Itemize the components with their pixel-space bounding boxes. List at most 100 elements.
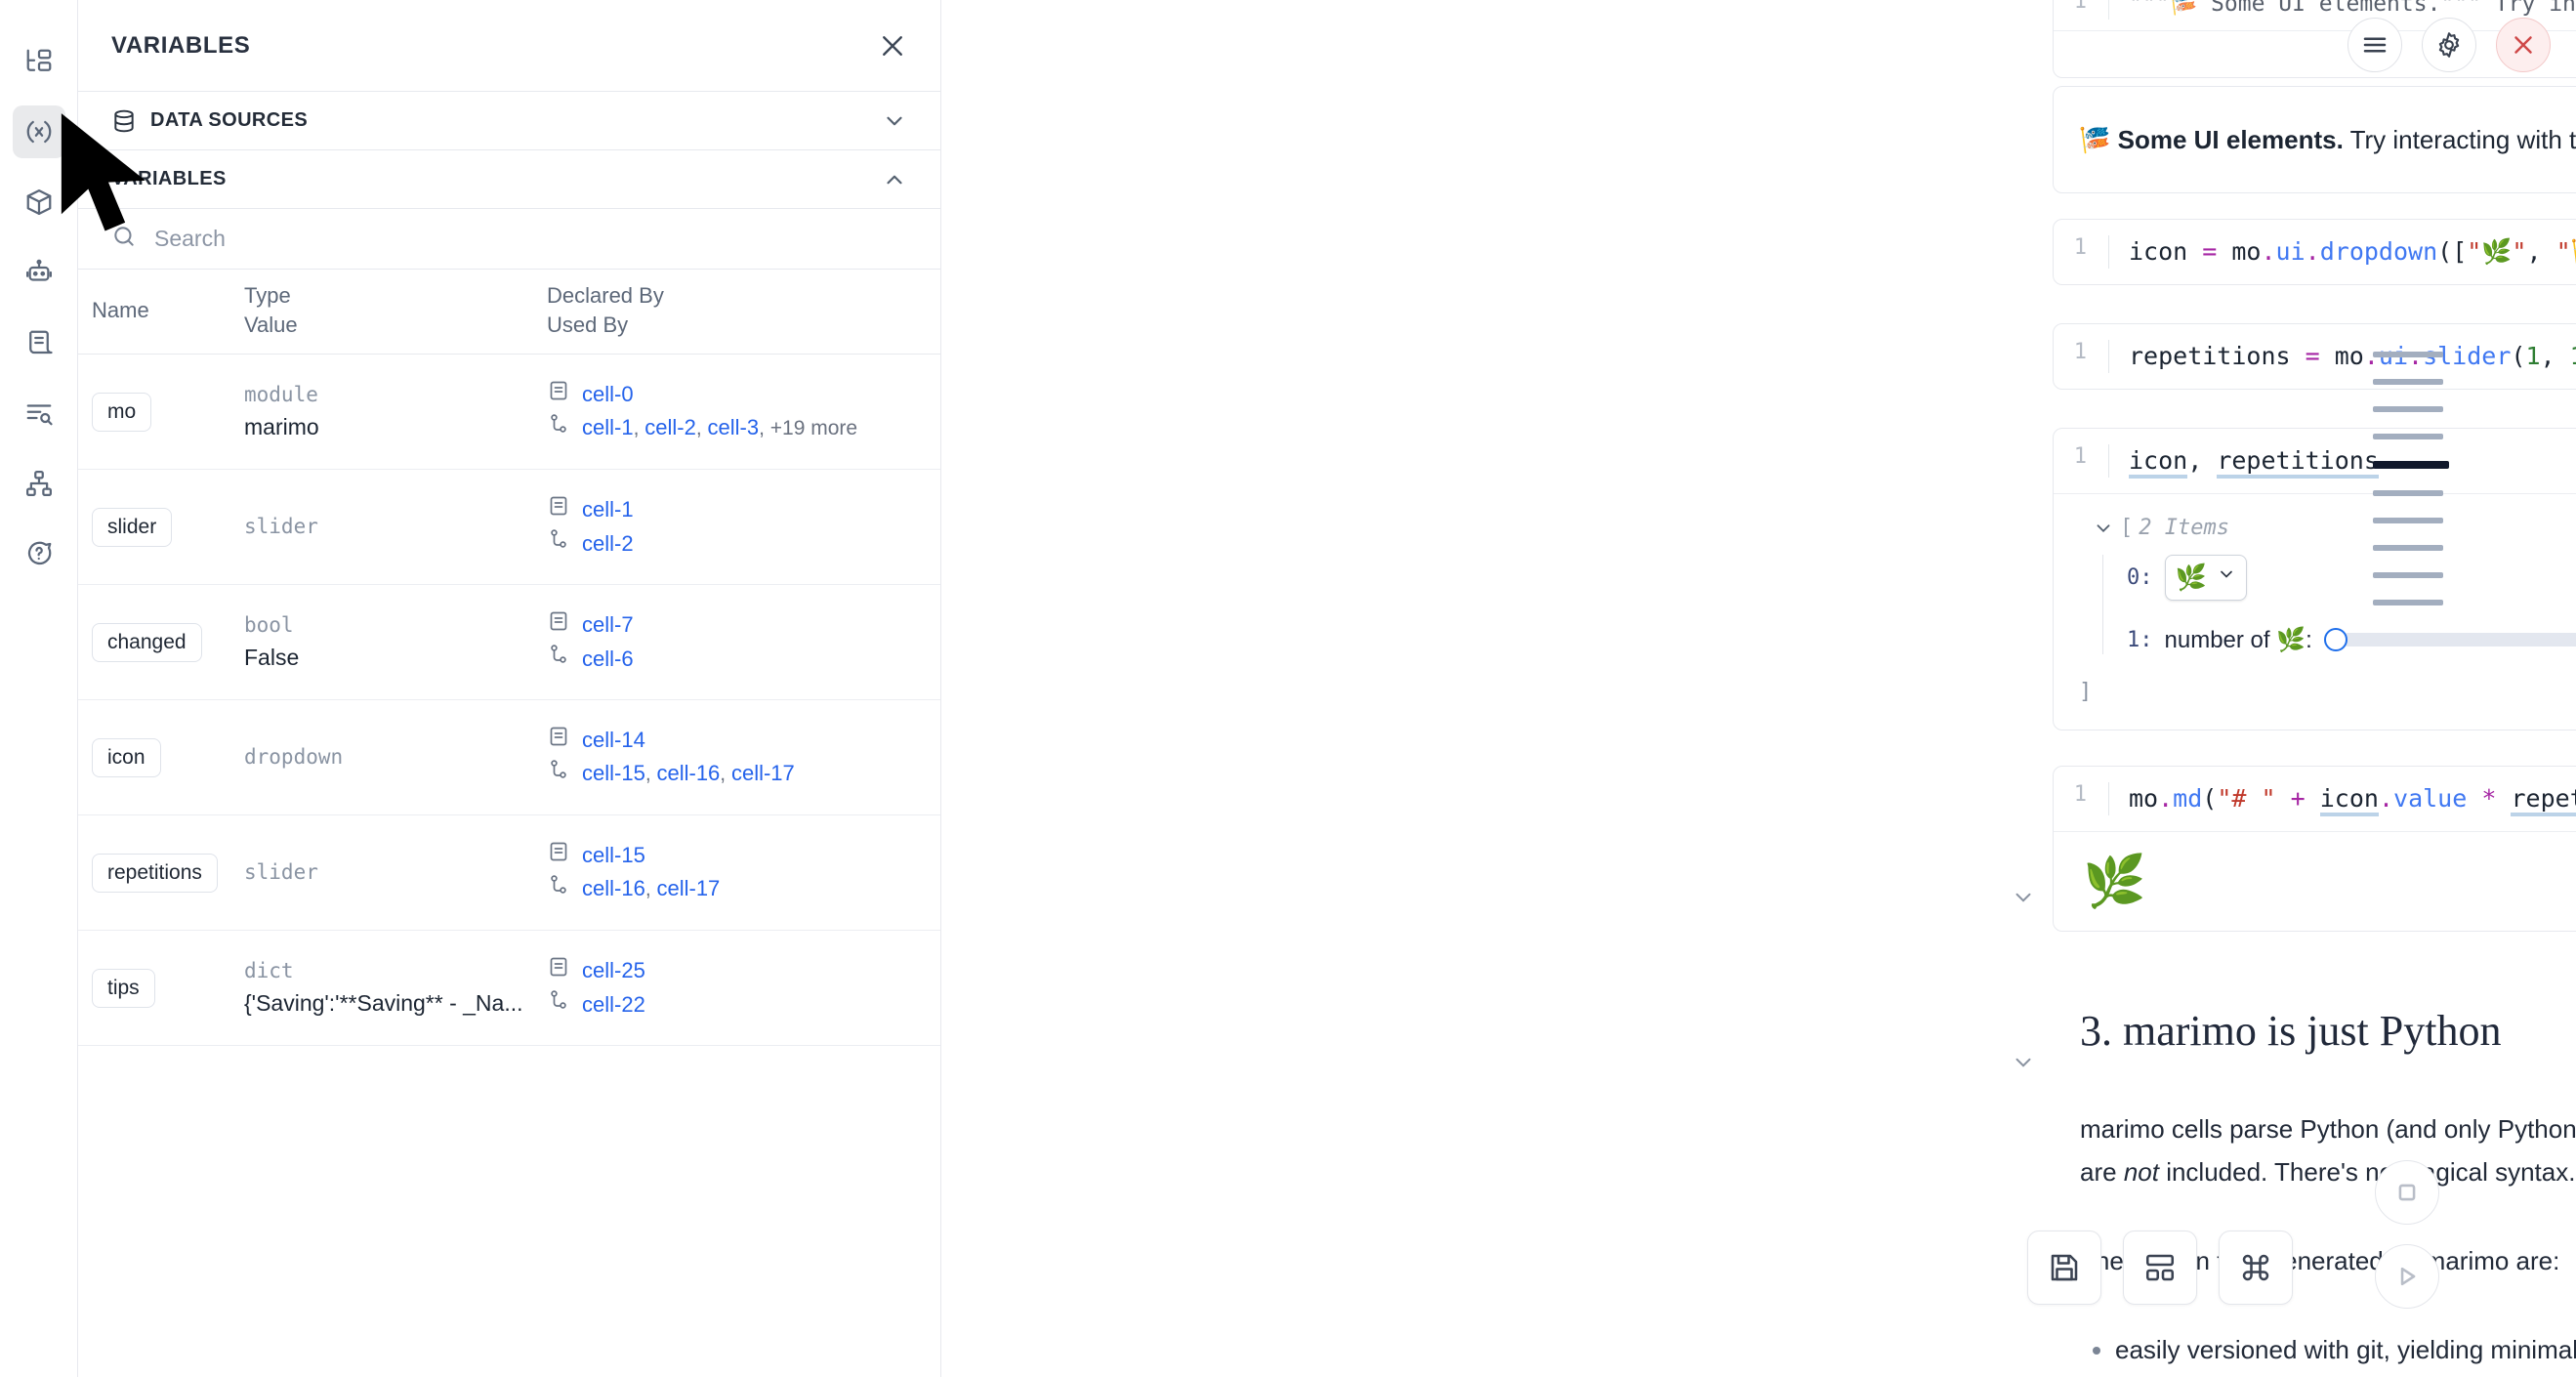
search-input[interactable] bbox=[152, 225, 907, 253]
declared-by-row: cell-14 bbox=[547, 724, 927, 757]
minimap-mark[interactable] bbox=[2373, 379, 2443, 385]
object-summary[interactable]: [ 2 Items bbox=[2093, 516, 2576, 541]
chevron-down-icon[interactable] bbox=[2093, 516, 2114, 541]
minimap-mark[interactable] bbox=[2373, 545, 2443, 551]
minimap-mark[interactable] bbox=[2373, 406, 2443, 412]
stop-button[interactable] bbox=[2375, 1160, 2439, 1225]
declared-by-icon bbox=[547, 725, 570, 757]
code-token: ( bbox=[2202, 784, 2218, 813]
section-data-sources[interactable]: DATA SOURCES bbox=[78, 92, 940, 150]
cell-link[interactable]: cell-25 bbox=[582, 958, 645, 983]
code-token: "# " bbox=[2217, 784, 2276, 813]
help-icon[interactable] bbox=[13, 527, 65, 580]
cell-link[interactable]: cell-2 bbox=[644, 415, 696, 440]
minimap-mark[interactable] bbox=[2373, 518, 2443, 523]
close-icon[interactable] bbox=[2496, 18, 2551, 72]
variable-name-chip[interactable]: tips bbox=[92, 968, 155, 1008]
variable-name-chip[interactable]: slider bbox=[92, 507, 173, 547]
markdown-bold: Some UI elements. bbox=[2117, 124, 2344, 154]
cell-dropdown[interactable]: 1 icon = mo.ui.dropdown(["🌿", "🎏", "✨"],… bbox=[2053, 219, 2576, 285]
chevron-down-icon[interactable] bbox=[882, 108, 907, 134]
cell-code[interactable]: icon, repetitions bbox=[2108, 444, 2576, 479]
cell-code[interactable]: repetitions = mo.ui.slider(1, 16, label=… bbox=[2108, 340, 2576, 373]
code-token: 1 bbox=[2525, 342, 2541, 370]
used-by-row: cell-16, cell-17 bbox=[547, 872, 927, 906]
save-button[interactable] bbox=[2027, 1231, 2101, 1305]
command-palette-button[interactable] bbox=[2219, 1231, 2293, 1305]
run-button[interactable] bbox=[2375, 1244, 2439, 1309]
close-icon[interactable] bbox=[878, 31, 907, 61]
minimap-scrollbar[interactable] bbox=[2373, 352, 2449, 605]
gear-icon[interactable] bbox=[2422, 18, 2476, 72]
cell-code[interactable]: mo.md("# " + icon.value * repetitions.va… bbox=[2108, 782, 2576, 816]
cell-link[interactable]: cell-0 bbox=[582, 382, 634, 407]
variable-name-chip[interactable]: changed bbox=[92, 622, 202, 662]
code-token: , bbox=[2540, 342, 2570, 370]
slider-control[interactable] bbox=[2323, 628, 2576, 652]
cell-link[interactable]: cell-15 bbox=[582, 761, 645, 786]
cell-link[interactable]: cell-1 bbox=[582, 415, 634, 440]
code-token bbox=[2496, 784, 2511, 813]
ai-assistant-icon[interactable] bbox=[13, 246, 65, 299]
cell-link[interactable]: cell-22 bbox=[582, 991, 645, 1017]
minimap-mark[interactable] bbox=[2373, 490, 2443, 496]
used-by-icon bbox=[547, 643, 570, 675]
chevron-up-icon[interactable] bbox=[882, 167, 907, 192]
bracket-open: [ bbox=[2120, 516, 2134, 541]
minimap-mark-active[interactable] bbox=[2373, 461, 2449, 469]
section-variables[interactable]: VARIABLES bbox=[78, 150, 940, 209]
paragraph-1: marimo cells parse Python (and only Pyth… bbox=[2080, 1108, 2576, 1193]
search-icon bbox=[111, 224, 137, 254]
file-explorer-icon[interactable] bbox=[13, 35, 65, 88]
slider-track[interactable] bbox=[2341, 633, 2576, 647]
collapse-cell-chevron-icon[interactable] bbox=[2011, 885, 2036, 910]
col-name: Name bbox=[92, 298, 149, 322]
slider-knob[interactable] bbox=[2323, 628, 2347, 652]
more-count[interactable]: +19 more bbox=[769, 417, 858, 440]
minimap-mark[interactable] bbox=[2373, 352, 2443, 357]
code-token: icon bbox=[2129, 446, 2188, 479]
cell-link[interactable]: cell-16 bbox=[582, 876, 645, 901]
cell-link[interactable]: cell-16 bbox=[656, 761, 721, 786]
cell-markdown-source[interactable]: 1 """🎏 Some UI elements.""" Try interact… bbox=[2053, 0, 2576, 78]
col-declared-by: Declared By bbox=[547, 283, 664, 308]
minimap-mark[interactable] bbox=[2373, 434, 2443, 439]
variable-name-chip[interactable]: icon bbox=[92, 737, 161, 777]
dropdown-select[interactable]: 🌿 bbox=[2164, 554, 2247, 601]
layout-button[interactable] bbox=[2123, 1231, 2197, 1305]
variable-name-chip[interactable]: mo bbox=[92, 392, 152, 432]
cell-code[interactable]: icon = mo.ui.dropdown(["🌿", "🎏", "✨"], v… bbox=[2108, 235, 2576, 269]
dependency-graph-icon[interactable] bbox=[13, 457, 65, 510]
cell-md[interactable]: 1 mo.md("# " + icon.value * repetitions.… bbox=[2053, 766, 2576, 932]
cell-code[interactable]: """🎏 Some UI elements.""" Try interactin… bbox=[2108, 0, 2576, 21]
variables-icon[interactable] bbox=[12, 105, 65, 158]
database-icon bbox=[111, 108, 137, 134]
minimap-mark[interactable] bbox=[2373, 572, 2443, 578]
cell-link[interactable]: cell-17 bbox=[730, 761, 795, 786]
cell-slider[interactable]: 1 repetitions = mo.ui.slider(1, 16, labe… bbox=[2053, 323, 2576, 390]
menu-icon[interactable] bbox=[2347, 18, 2402, 72]
cell-link[interactable]: cell-14 bbox=[582, 728, 645, 753]
cell-link[interactable]: cell-7 bbox=[582, 612, 634, 638]
cell-link[interactable]: cell-3 bbox=[707, 415, 760, 440]
logs-icon[interactable] bbox=[13, 387, 65, 439]
collapse-section-chevron-icon[interactable] bbox=[2011, 1050, 2036, 1075]
variable-name-chip[interactable]: repetitions bbox=[92, 853, 218, 893]
cell-link[interactable]: cell-6 bbox=[582, 646, 634, 671]
cell-link[interactable]: cell-2 bbox=[582, 530, 634, 556]
item-index: 0: bbox=[2127, 564, 2153, 590]
cell-link[interactable]: cell-17 bbox=[656, 876, 721, 901]
cell-display[interactable]: 1 icon, repetitions [ 2 Items 0: bbox=[2053, 428, 2576, 730]
cell-link[interactable]: cell-15 bbox=[582, 843, 645, 868]
cell-link[interactable]: cell-1 bbox=[582, 497, 634, 522]
packages-icon[interactable] bbox=[13, 176, 65, 229]
minimap-mark[interactable] bbox=[2373, 600, 2443, 605]
scratchpad-icon[interactable] bbox=[13, 316, 65, 369]
